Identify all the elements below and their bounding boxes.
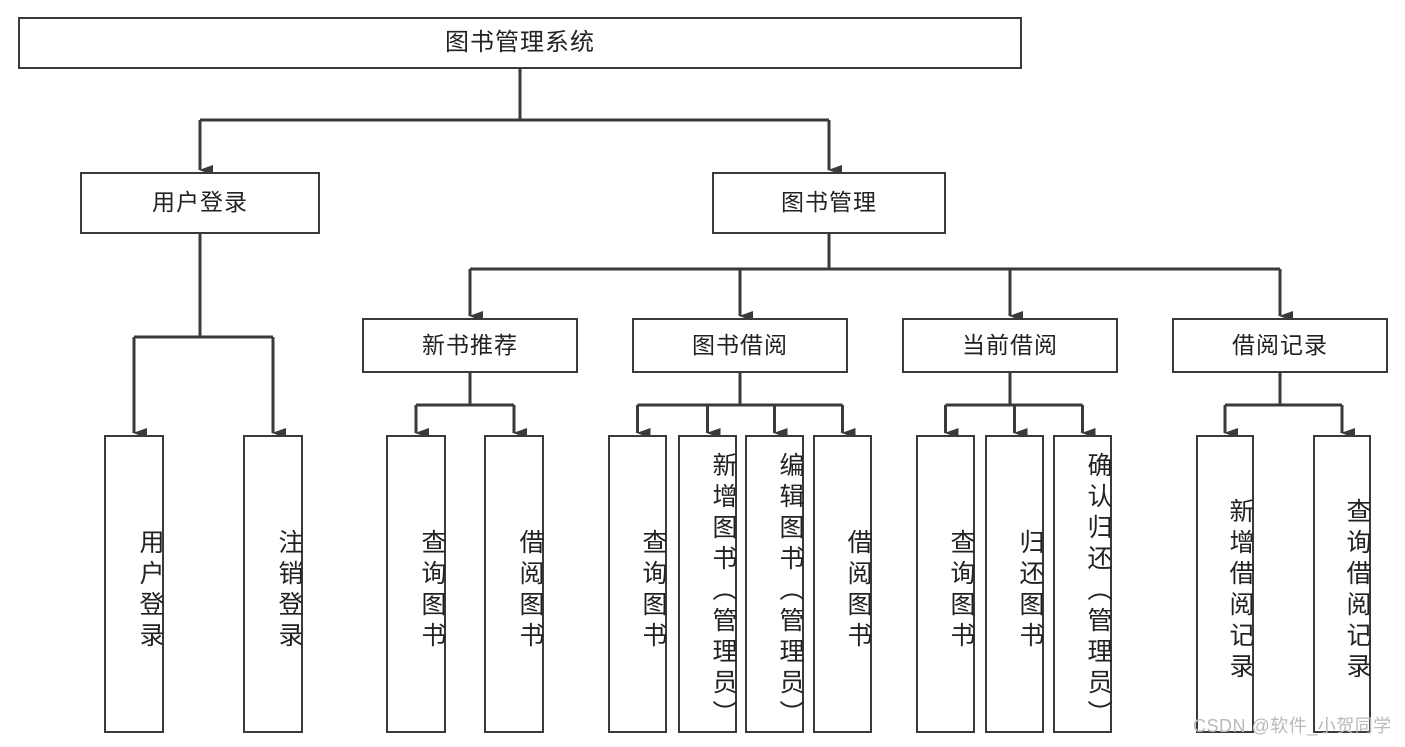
leaf-record-add[interactable]: 新增借阅记录	[1196, 435, 1254, 733]
connector-trunk	[637, 373, 843, 407]
connector-trunk	[416, 373, 514, 407]
node-new-book-recommend[interactable]: 新书推荐	[362, 318, 578, 373]
node-label: 查询借阅记录	[1343, 498, 1371, 684]
leaf-borrow-query-book[interactable]: 查询图书	[608, 435, 667, 733]
node-label: 查询图书	[418, 529, 446, 653]
node-label: 借阅图书	[516, 529, 544, 653]
node-book-management[interactable]: 图书管理	[712, 172, 946, 234]
leaf-current-confirm-return[interactable]: 确认归还（管理员）	[1053, 435, 1112, 733]
node-label: 图书管理	[781, 189, 877, 216]
connector-trunk	[134, 234, 273, 339]
leaf-borrow-add-book[interactable]: 新增图书（管理员）	[678, 435, 737, 733]
node-label: 注销登录	[275, 529, 303, 653]
node-label: 用户登录	[136, 529, 164, 653]
leaf-recommend-query-book[interactable]: 查询图书	[386, 435, 446, 733]
node-borrow-record[interactable]: 借阅记录	[1172, 318, 1388, 373]
node-label: 借阅记录	[1232, 331, 1328, 358]
leaf-record-query[interactable]: 查询借阅记录	[1313, 435, 1371, 733]
node-label: 用户登录	[152, 189, 248, 216]
node-label: 归还图书	[1016, 529, 1044, 653]
node-label: 确认归还（管理员）	[1084, 451, 1112, 731]
node-label: 借阅图书	[844, 529, 872, 653]
leaf-borrow-borrow-book[interactable]: 借阅图书	[813, 435, 872, 733]
node-label: 新增借阅记录	[1226, 498, 1254, 684]
leaf-user-logout[interactable]: 注销登录	[243, 435, 303, 733]
leaf-current-return-book[interactable]: 归还图书	[985, 435, 1044, 733]
leaf-recommend-borrow-book[interactable]: 借阅图书	[484, 435, 544, 733]
leaf-current-query-book[interactable]: 查询图书	[916, 435, 975, 733]
node-label: 图书借阅	[692, 331, 788, 358]
node-user-login[interactable]: 用户登录	[80, 172, 320, 234]
node-book-borrow[interactable]: 图书借阅	[632, 318, 848, 373]
node-label: 新增图书（管理员）	[709, 451, 737, 731]
node-current-borrow[interactable]: 当前借阅	[902, 318, 1118, 373]
node-label: 查询图书	[947, 529, 975, 653]
node-label: 当前借阅	[962, 331, 1058, 358]
node-label: 编辑图书（管理员）	[776, 451, 804, 731]
connector-trunk	[470, 234, 1280, 271]
node-label: 新书推荐	[422, 331, 518, 358]
node-label: 图书管理系统	[445, 28, 595, 56]
leaf-user-login[interactable]: 用户登录	[104, 435, 164, 733]
node-root[interactable]: 图书管理系统	[18, 17, 1022, 69]
leaf-borrow-edit-book[interactable]: 编辑图书（管理员）	[745, 435, 804, 733]
connector-trunk	[200, 69, 829, 122]
connector-trunk	[1225, 373, 1342, 407]
node-label: 查询图书	[639, 529, 667, 653]
